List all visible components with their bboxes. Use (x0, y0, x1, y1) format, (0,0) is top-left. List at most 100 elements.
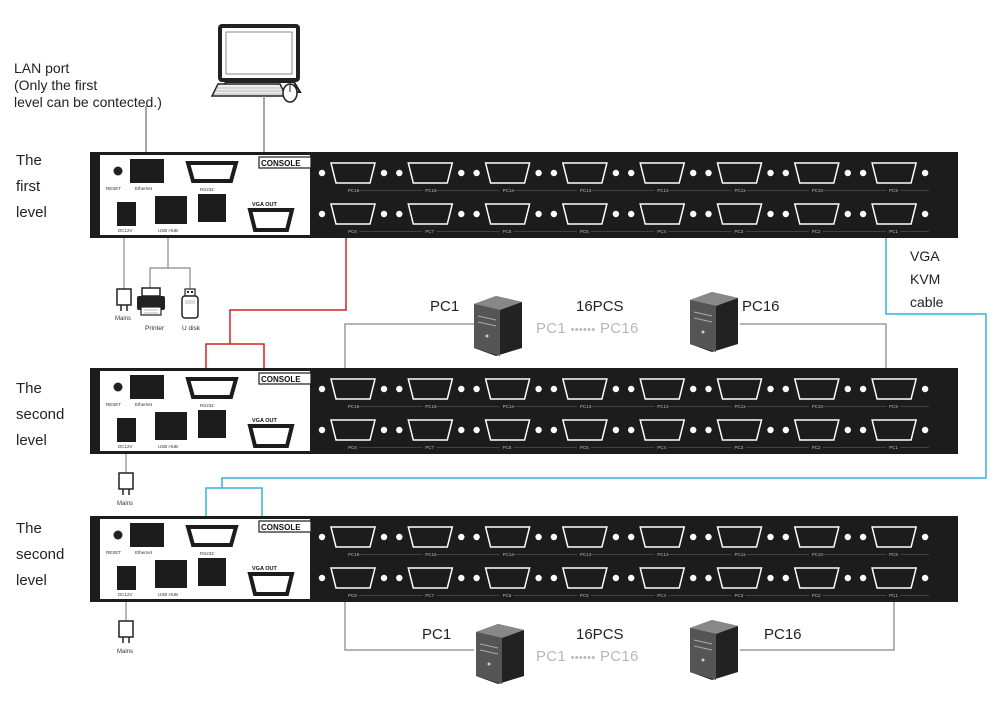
pc-port-bottom (628, 203, 697, 225)
pc-group-1-range-end: PC16 (599, 320, 639, 337)
pc-port-top (396, 526, 465, 548)
reset-button[interactable] (113, 382, 123, 392)
vga-out-label: VGA OUT (252, 202, 277, 208)
pc-port-label: PC5 (580, 445, 589, 450)
pc-port-bottom (859, 419, 929, 441)
dc-power-port[interactable] (117, 418, 136, 442)
pc-port-label: PC6 (503, 229, 512, 234)
pc-port-label: PC2 (812, 229, 821, 234)
pc-port-top (318, 378, 388, 400)
pc-port-top (550, 526, 620, 548)
usb-port[interactable] (198, 410, 226, 438)
pc-group-2-right-label: PC16 (764, 626, 802, 643)
printer-label: Printer (145, 325, 165, 332)
usb-hub-port[interactable] (155, 196, 187, 224)
pc-port-label: PC10 (812, 404, 824, 409)
pc-group-1-range: PC1 •••••• PC16 (536, 320, 639, 337)
rs232-port[interactable] (185, 161, 239, 183)
reset-button[interactable] (113, 166, 123, 176)
vga-out-port[interactable] (247, 208, 295, 232)
ethernet-label: Ethernet (135, 186, 153, 191)
pc-port-label: PC12 (657, 552, 669, 557)
lan-note-line-1: LAN port (14, 60, 70, 76)
pc-group-2-range: PC1 •••••• PC16 (536, 648, 639, 665)
ethernet-port[interactable] (130, 159, 164, 183)
pc-port-bottom (318, 203, 388, 225)
level-3-label-line-3: level (16, 572, 47, 589)
pc-port-label: PC8 (348, 445, 357, 450)
pc-port-top (550, 162, 620, 184)
pc-port-top (705, 526, 774, 548)
pc-port-bottom (705, 203, 774, 225)
rs232-port[interactable] (185, 525, 239, 547)
blue-vga-kvm-cable-a (205, 234, 987, 560)
level-1-label: The first level (16, 148, 47, 226)
vga-note-line-2: KVM (910, 271, 941, 287)
level-3-mains-label: Mains (117, 649, 133, 655)
ethernet-port[interactable] (130, 375, 164, 399)
pc-port-top (473, 378, 542, 400)
pc-port-label: PC13 (580, 188, 592, 193)
pc-port-label: PC2 (812, 445, 821, 450)
lan-note-line-3: level can be contected.) (14, 94, 162, 110)
pc-port-label: PC12 (657, 188, 669, 193)
pc-port-bottom (396, 567, 465, 589)
pc-port-label: PC2 (812, 593, 821, 598)
usb-hub-port[interactable] (155, 560, 187, 588)
pc-group-2-count: 16PCS (576, 626, 624, 643)
udisk-cable (168, 267, 191, 290)
pc-port-top (859, 162, 929, 184)
pc-port-bottom (628, 567, 697, 589)
level-1-mains-plug-icon (116, 288, 132, 311)
lan-note-line-2: (Only the first (14, 77, 98, 93)
pc-port-top (473, 162, 542, 184)
pc-port-label: PC15 (425, 404, 437, 409)
pc-group-2-range-dots: •••••• (570, 652, 596, 664)
dc-label: DC12V (118, 592, 133, 597)
pc-port-top (473, 526, 542, 548)
pc-port-label: PC1 (889, 445, 898, 450)
usb-hub-port[interactable] (155, 412, 187, 440)
console-label: CONSOLE (261, 159, 301, 168)
vga-out-port[interactable] (247, 424, 295, 448)
pc-port-bottom (473, 419, 542, 441)
rs232-port[interactable] (185, 377, 239, 399)
ethernet-label: Ethernet (135, 550, 153, 555)
pc-port-label: PC14 (503, 552, 515, 557)
pc16-tower-icon-group-2 (690, 620, 738, 680)
rs232-label: RS232 (200, 403, 214, 408)
usb-port[interactable] (198, 558, 226, 586)
pc-port-top (782, 526, 851, 548)
pc-port-bottom (396, 203, 465, 225)
pc-port-label: PC16 (348, 404, 360, 409)
console-label: CONSOLE (261, 523, 301, 532)
reset-label: RESET (106, 186, 121, 191)
red-cascade-cable-a (205, 234, 347, 412)
usb-port[interactable] (198, 194, 226, 222)
level-2-mains-label: Mains (117, 501, 133, 507)
vga-out-port[interactable] (247, 572, 295, 596)
pc-port-label: PC7 (425, 593, 434, 598)
pc-port-label: PC5 (580, 229, 589, 234)
pc-port-bottom (705, 567, 774, 589)
console-label: CONSOLE (261, 375, 301, 384)
pc-port-top (705, 378, 774, 400)
reset-label: RESET (106, 550, 121, 555)
pc-port-label: PC3 (735, 445, 744, 450)
pc-port-bottom (782, 419, 851, 441)
pc-port-top (396, 162, 465, 184)
dc-power-port[interactable] (117, 566, 136, 590)
ethernet-port[interactable] (130, 523, 164, 547)
usb-hub-label: USB HUB (158, 444, 178, 449)
pc-port-label: PC8 (348, 229, 357, 234)
pc-port-bottom (859, 203, 929, 225)
level-3-mains-plug-icon (118, 620, 134, 643)
pc-group-2-cable-right (740, 602, 895, 651)
dc-power-port[interactable] (117, 202, 136, 226)
reset-button[interactable] (113, 530, 123, 540)
level-3-label: The second level (16, 516, 64, 594)
pc-port-bottom (318, 419, 388, 441)
pc-group-1-right-label: PC16 (742, 298, 780, 315)
printer-cable (149, 236, 169, 290)
